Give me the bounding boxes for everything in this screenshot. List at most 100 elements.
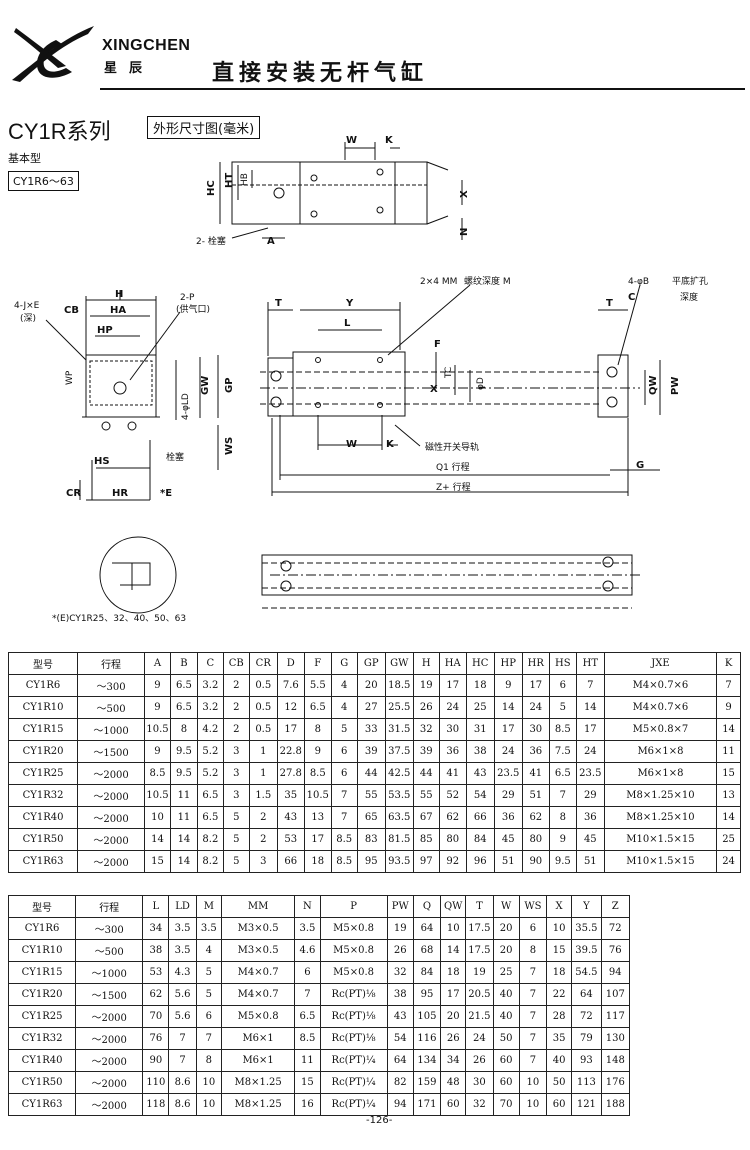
table-cell: 15 [294, 1071, 321, 1094]
table-cell: 92 [438, 850, 467, 873]
table-cell: 51 [493, 850, 523, 873]
table-cell: 10.5 [303, 784, 332, 807]
table-cell: CY1R63 [7, 850, 79, 873]
table-cell: 95 [412, 983, 442, 1006]
table-cell: 20 [356, 674, 386, 697]
column-header: D [276, 652, 305, 675]
table-cell: 24 [716, 850, 741, 873]
table-cell: 63.5 [384, 806, 414, 829]
table-cell: 48 [440, 1071, 467, 1094]
label-TC: TC [444, 367, 454, 379]
table-cell: ～300 [75, 917, 144, 940]
table-cell: 94 [386, 1093, 414, 1116]
table-cell: 24 [575, 740, 605, 763]
table-cell: 1.5 [248, 784, 278, 807]
table-cell: 116 [412, 1027, 442, 1050]
table-cell: 23.5 [575, 762, 605, 785]
table-cell: 25 [492, 961, 520, 984]
table-cell: ～2000 [75, 1093, 144, 1116]
table-cell: 41 [521, 762, 550, 785]
table-cell: 4 [330, 696, 358, 719]
table-cell: 8.5 [548, 718, 577, 741]
model-range-box: CY1R6～63 [8, 171, 79, 191]
table-cell: 70 [492, 1093, 520, 1116]
table-cell: 37.5 [384, 740, 414, 763]
table-cell: 18 [303, 850, 332, 873]
table-cell: 18 [440, 961, 467, 984]
table-cell: 7 [168, 1027, 197, 1050]
table-cell: CY1R50 [7, 828, 79, 851]
table-cell: 7 [518, 1005, 548, 1028]
table-cell: 25 [465, 696, 495, 719]
column-header: 型号 [7, 895, 77, 918]
table-cell: 6 [548, 674, 577, 697]
label-K: K [385, 135, 394, 146]
table-cell: 8.6 [168, 1093, 197, 1116]
column-header: A [144, 652, 171, 675]
table-cell: 17 [438, 674, 467, 697]
table-cell: M10×1.5×15 [603, 850, 718, 873]
table-cell: 81.5 [384, 828, 414, 851]
table-cell: 8.5 [330, 850, 358, 873]
table-cell: 15 [716, 762, 741, 785]
table-cell: 65 [356, 806, 386, 829]
label-depth: 深度 [680, 291, 698, 303]
table-cell: M3×0.5 [220, 917, 296, 940]
table-cell: 60 [440, 1093, 467, 1116]
label-P: 2-P [180, 293, 195, 303]
table-cell: 33 [356, 718, 386, 741]
table-cell: ～1500 [75, 983, 144, 1006]
table-cell: 25.5 [384, 696, 414, 719]
column-header: HR [521, 652, 550, 675]
table-cell: 159 [412, 1071, 442, 1094]
table-cell: 66 [465, 806, 495, 829]
table-cell: 5 [195, 983, 222, 1006]
view-label: 外形尺寸图(毫米) [147, 116, 261, 139]
table-cell: 188 [600, 1093, 631, 1116]
table-cell: 14 [716, 718, 741, 741]
table-cell: 10.5 [144, 784, 171, 807]
label-K2: K [386, 439, 395, 450]
table-cell: 121 [571, 1093, 602, 1116]
table-cell: 18.5 [384, 674, 414, 697]
table-cell: 17 [276, 718, 305, 741]
table-cell: 5 [222, 850, 250, 873]
table-cell: 0.5 [248, 718, 278, 741]
table-cell: M10×1.5×15 [603, 828, 718, 851]
table-cell: 5 [195, 961, 222, 984]
table-cell: 8.5 [144, 762, 171, 785]
table-cell: 64 [412, 917, 442, 940]
table-cell: 39.5 [571, 939, 602, 962]
table-cell: 6.5 [548, 762, 577, 785]
table-cell: 10 [195, 1071, 222, 1094]
table-cell: 8 [195, 1049, 222, 1072]
table-cell: 6.5 [294, 1005, 321, 1028]
table-cell: 17 [521, 674, 550, 697]
table-cell: 7 [330, 806, 358, 829]
table-cell: 17 [303, 828, 332, 851]
table-cell: M4×0.7×6 [603, 696, 718, 719]
table-cell: 62 [142, 983, 170, 1006]
table-cell: CY1R10 [7, 696, 79, 719]
column-header: MM [220, 895, 296, 918]
table-cell: 18 [546, 961, 573, 984]
column-header: G [330, 652, 358, 675]
table-cell: 4.6 [294, 939, 321, 962]
table-cell: 19 [386, 917, 414, 940]
column-header: JXE [603, 652, 718, 675]
table-cell: Rc(PT)¼ [319, 1093, 388, 1116]
table-cell: 9.5 [548, 850, 577, 873]
table-cell: CY1R6 [7, 674, 79, 697]
table-cell: CY1R50 [7, 1071, 77, 1094]
table-cell: 14 [575, 696, 605, 719]
table-cell: 130 [600, 1027, 631, 1050]
table-cell: 24 [521, 696, 550, 719]
table-cell: 84 [412, 961, 442, 984]
label-HB: HB [240, 173, 250, 186]
table-cell: 148 [600, 1049, 631, 1072]
table-cell: CY1R25 [7, 762, 79, 785]
table-cell: 17 [575, 718, 605, 741]
